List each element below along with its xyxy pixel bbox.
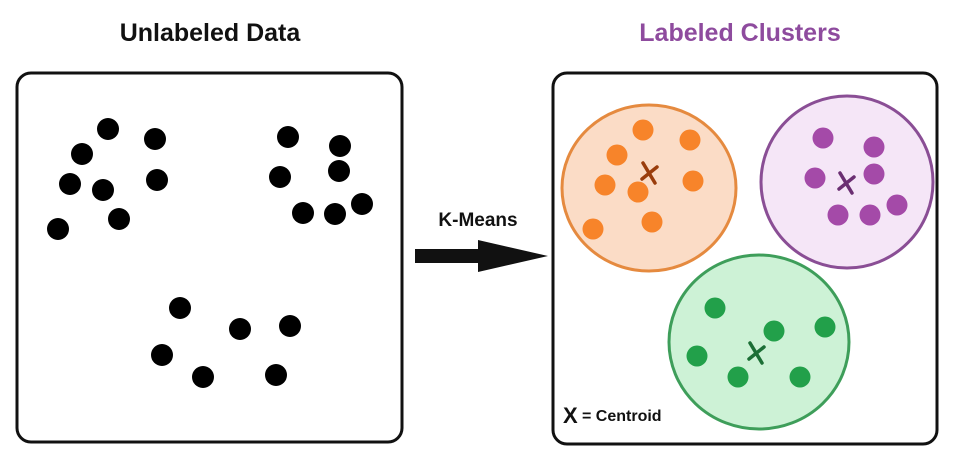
data-point (279, 315, 301, 337)
data-point (351, 193, 373, 215)
cluster-point (582, 218, 604, 240)
centroid-icon (747, 341, 766, 365)
cluster-point (863, 163, 885, 185)
data-point (269, 166, 291, 188)
cluster-point (606, 144, 628, 166)
data-point (59, 173, 81, 195)
cluster-point (727, 366, 749, 388)
left-title: Unlabeled Data (120, 19, 302, 47)
unlabeled-points (47, 118, 373, 388)
cluster-point (682, 170, 704, 192)
legend: X = Centroid (563, 403, 662, 428)
data-point (292, 202, 314, 224)
clusters (560, 94, 935, 431)
data-point (151, 344, 173, 366)
cluster-point (627, 181, 649, 203)
cluster-point (789, 366, 811, 388)
cluster-point (812, 127, 834, 149)
data-point (71, 143, 93, 165)
cluster-point (594, 174, 616, 196)
data-point (47, 218, 69, 240)
cluster-point (632, 119, 654, 141)
data-point (146, 169, 168, 191)
cluster-point (814, 316, 836, 338)
cluster-point (827, 204, 849, 226)
data-point (192, 366, 214, 388)
cluster-point (679, 129, 701, 151)
data-point (329, 135, 351, 157)
data-point (92, 179, 114, 201)
cluster-purple (759, 94, 935, 270)
cluster-boundary (667, 253, 851, 431)
data-point (229, 318, 251, 340)
cluster-point (863, 136, 885, 158)
cluster-point (686, 345, 708, 367)
cluster-point (641, 211, 663, 233)
data-point (108, 208, 130, 230)
cluster-point (804, 167, 826, 189)
legend-text: = Centroid (582, 408, 662, 425)
cluster-point (704, 297, 726, 319)
data-point (328, 160, 350, 182)
cluster-green (667, 253, 851, 431)
right-title: Labeled Clusters (639, 19, 840, 47)
centroid-icon (640, 161, 659, 185)
data-point (324, 203, 346, 225)
arrow-label: K-Means (438, 210, 517, 231)
data-point (265, 364, 287, 386)
centroid-symbol: X (563, 403, 578, 428)
data-point (144, 128, 166, 150)
centroid-icon (837, 171, 856, 195)
cluster-point (763, 320, 785, 342)
data-point (277, 126, 299, 148)
arrow-icon (415, 240, 548, 272)
cluster-orange (560, 103, 738, 273)
data-point (97, 118, 119, 140)
cluster-point (886, 194, 908, 216)
cluster-point (859, 204, 881, 226)
unlabeled-data-panel (15, 71, 404, 444)
data-point (169, 297, 191, 319)
